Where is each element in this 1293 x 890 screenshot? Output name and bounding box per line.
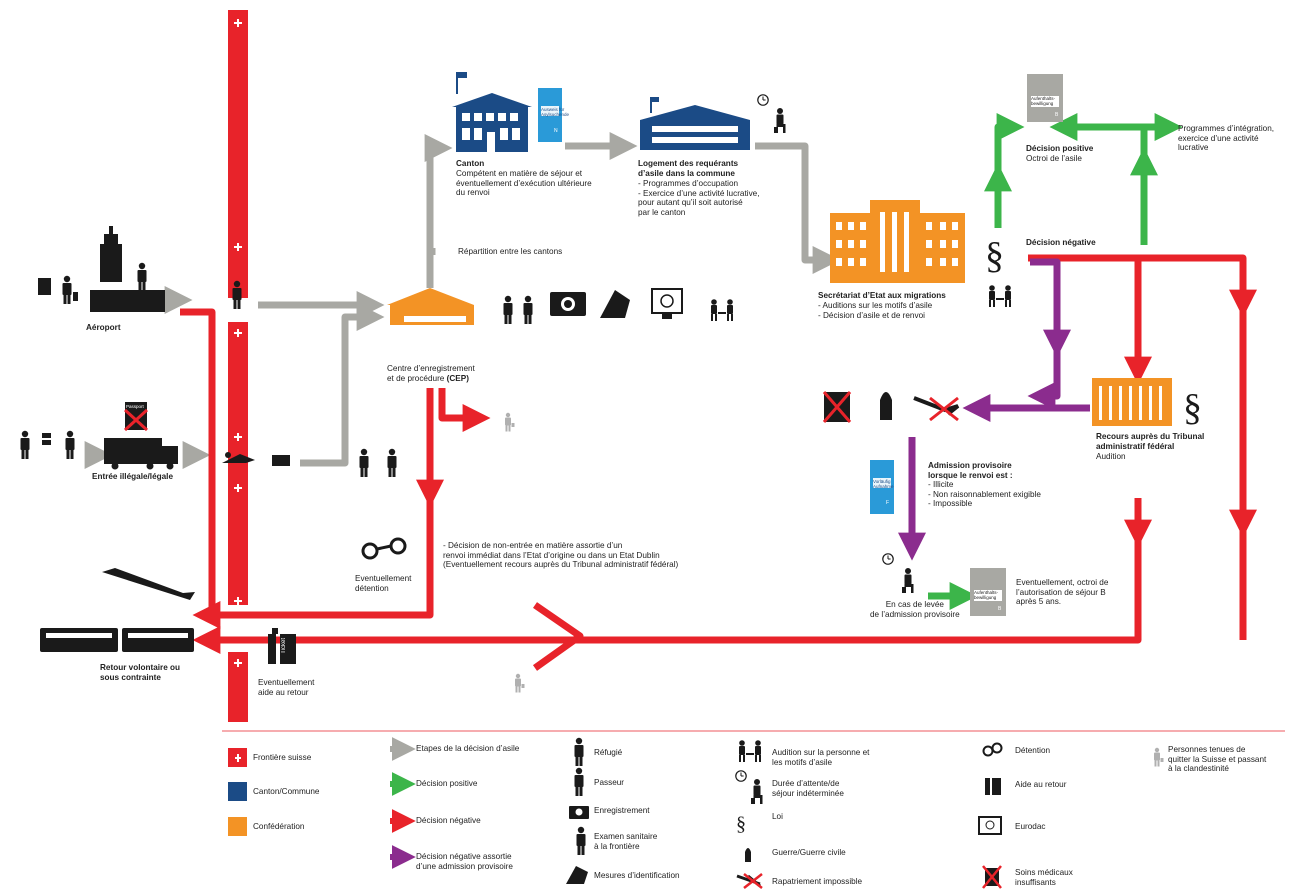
card-b-text: Aufenthalts- bewilligung	[1031, 96, 1056, 106]
clandestine-person-icon	[505, 412, 515, 432]
airport-desk	[90, 290, 165, 312]
law-paragraph-icon: §	[1183, 387, 1202, 429]
legend-examen: Examen sanitaire à la frontière	[594, 832, 658, 851]
permit-card-b	[1027, 74, 1063, 122]
legend-positive: Décision positive	[416, 779, 478, 788]
suitcase-icon	[38, 278, 51, 295]
airport-label: Aéroport	[86, 323, 121, 332]
logement-building	[640, 97, 750, 150]
legend-etapes: Etapes de la décision d’asile	[416, 744, 520, 753]
permit-card-f	[870, 460, 894, 514]
eurodac-screen-icon	[651, 288, 683, 314]
levee-waiting-icon	[882, 553, 914, 593]
plane-icon	[913, 396, 960, 416]
legend-confederation: Confédération	[253, 822, 305, 831]
handcuffs-icon	[361, 537, 407, 560]
non-entree-label: - Décision de non-entrée en matière asso…	[443, 541, 679, 570]
legend-rapatriement: Rapatriement impossible	[772, 877, 863, 886]
card-n-text: Ausweis für Asylsuchende	[541, 107, 570, 117]
legend-swatches	[228, 737, 416, 869]
canton-description: Compétent en matière de séjour et éventu…	[456, 169, 592, 198]
aide-retour-label: Eventuellement aide au retour	[258, 678, 315, 697]
legend-guerre: Guerre/Guerre civile	[772, 848, 846, 857]
return-label: Retour volontaire ou sous contrainte	[100, 663, 181, 682]
legend-icons: §	[566, 737, 1164, 889]
cep-procedure-icons	[503, 288, 733, 324]
card-b2-letter: B	[998, 606, 1002, 612]
sem-building	[830, 200, 965, 283]
border-guard-scene	[222, 280, 397, 477]
permit-card-n	[538, 88, 562, 142]
sem-description: - Auditions sur les motifs d’asile - Déc…	[818, 301, 933, 320]
sem-interview-icon	[989, 285, 1011, 307]
legend-detention: Détention	[1015, 746, 1051, 755]
law-paragraph-icon: §	[985, 235, 1004, 277]
card-n-letter: N	[554, 128, 558, 134]
canton-building	[452, 72, 532, 152]
legend-aide: Aide au retour	[1015, 780, 1067, 789]
return-ticket-icon	[268, 628, 296, 664]
red-flow-arrows	[180, 254, 1257, 671]
levee-label: En cas de levée de l’admission provisoir…	[870, 600, 960, 619]
truck-icon	[104, 438, 162, 464]
green-flow-arrows	[928, 113, 1183, 610]
legend-canton: Canton/Commune	[253, 787, 320, 796]
purple-flow-arrows	[898, 258, 1090, 561]
train-icon	[40, 628, 194, 652]
admission-desc: - Illicite - Non raisonnablement exigibl…	[928, 480, 1041, 509]
clandestine-person-icon	[515, 673, 525, 693]
legend-negative-admission: Décision négative assortie d’une admissi…	[416, 852, 513, 871]
card-f-letter: F	[886, 500, 890, 506]
programmes-label: Programmes d’intégration, exercice d’une…	[1178, 124, 1275, 153]
canton-title: Canton	[456, 159, 485, 168]
tribunal-building	[1092, 378, 1172, 426]
legend-mesures: Mesures d’identification	[594, 871, 680, 880]
logement-title: Logement des requérants d’asile dans la …	[638, 159, 739, 178]
legend-enregistrement: Enregistrement	[594, 806, 650, 815]
fingerprint-hand-icon	[600, 290, 630, 318]
legend-refugie: Réfugié	[594, 748, 623, 757]
ticket-text: Ticket	[281, 638, 287, 654]
plane-icon	[102, 568, 195, 600]
legend-passeur: Passeur	[594, 778, 625, 787]
cep-label: Centre d’enregistrement et de procédure …	[387, 364, 475, 383]
waiting-icon	[757, 94, 786, 133]
passport-text: Passport	[126, 404, 144, 409]
logement-description: - Programmes d’occupation - Exercice d’u…	[638, 179, 760, 217]
legend-personnes: Personnes tenues de quitter la Suisse et…	[1168, 745, 1267, 774]
entry-label: Entrée illégale/légale	[92, 472, 174, 481]
card-b-letter: B	[1055, 112, 1059, 118]
decision-positive-desc: Octroi de l’asile	[1026, 154, 1082, 163]
decision-positive-title: Décision positive	[1026, 144, 1094, 153]
card-f-text: Vorläufig Aufnahme	[873, 479, 894, 489]
airport-scene	[38, 226, 165, 312]
sem-title: Secrétariat d’Etat aux migrations	[818, 291, 946, 300]
octroi-b-label: Eventuellement, octroi de l’autorisation…	[1016, 578, 1109, 607]
airport-tower-icon	[100, 244, 122, 282]
legend-audition: Audition sur la personne et les motifs d…	[772, 748, 870, 767]
card-b2-text: Aufenthalts- bewilligung	[974, 590, 999, 600]
svg-text:§: §	[736, 813, 746, 835]
decision-negative-label: Décision négative	[1026, 238, 1096, 247]
legend-soins: Soins médicaux insuffisants	[1015, 868, 1073, 887]
permit-card-b-later	[970, 568, 1006, 616]
grey-flow-arrows	[84, 132, 841, 469]
repartition-label: Répartition entre les cantons	[458, 247, 563, 256]
illegal-entry-scene	[20, 402, 178, 470]
recours-title: Recours auprès du Tribunal administratif…	[1096, 432, 1205, 451]
bullet-icon	[880, 392, 892, 420]
recours-desc: Audition	[1096, 452, 1126, 461]
legend-duree: Durée d’attente/de séjour indéterminée	[772, 779, 844, 798]
legend-eurodac: Eurodac	[1015, 822, 1046, 831]
swiss-border	[228, 10, 248, 722]
cep-building	[387, 288, 474, 325]
legend-frontiere: Frontière suisse	[253, 753, 312, 762]
impossible-return-icons	[822, 391, 960, 423]
legend-loi: Loi	[772, 812, 783, 821]
swiss-cross-icon	[234, 19, 242, 667]
detention-label: Eventuellement détention	[355, 574, 412, 593]
legend-negative: Décision négative	[416, 816, 481, 825]
admission-title: Admission provisoire lorsque le renvoi e…	[928, 461, 1013, 480]
